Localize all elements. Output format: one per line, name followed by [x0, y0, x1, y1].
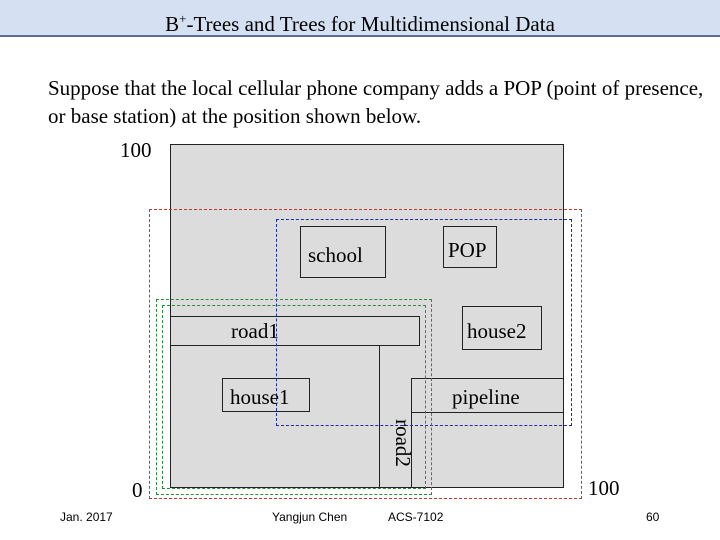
mbr-blue-dashed — [276, 219, 572, 426]
mbr-green-dashed-outer — [156, 299, 432, 495]
mbr-red-dashed — [149, 209, 582, 499]
label-school: school — [308, 243, 363, 267]
title-bar: B+-Trees and Trees for Multidimensional … — [0, 0, 720, 37]
label-road2: road2 — [391, 419, 415, 467]
pipeline-top-edge — [411, 378, 564, 379]
label-road1: road1 — [231, 319, 279, 343]
house1-rectangle — [222, 378, 310, 412]
slide-title: B+-Trees and Trees for Multidimensional … — [0, 6, 720, 37]
title-superscript: + — [179, 11, 187, 26]
pipeline-bottom-edge — [411, 412, 564, 413]
footer-course: ACS-7102 — [388, 510, 444, 524]
house2-rectangle — [462, 306, 542, 350]
school-rectangle — [300, 226, 386, 278]
road2-right-edge — [411, 378, 412, 488]
road1-top-edge — [170, 316, 420, 317]
road2-left-edge — [379, 345, 380, 488]
axis-label-origin: 0 — [132, 478, 143, 502]
road1-bottom-edge — [170, 345, 420, 346]
label-house1: house1 — [230, 385, 290, 409]
mbr-green-dashed-inner — [162, 305, 426, 489]
intro-text: Suppose that the local cellular phone co… — [48, 76, 704, 128]
axis-label-x-max: 100 — [588, 476, 620, 500]
label-pipeline: pipeline — [452, 385, 520, 409]
label-pop: POP — [448, 238, 487, 262]
footer-page-number: 60 — [646, 510, 660, 524]
pop-rectangle — [443, 226, 497, 268]
title-prefix: B — [165, 12, 180, 36]
axis-label-y-max: 100 — [120, 138, 152, 162]
label-house2: house2 — [467, 319, 527, 343]
road1-right-edge — [419, 316, 420, 346]
footer-author: Yangjun Chen — [272, 510, 348, 524]
title-suffix: -Trees and Trees for Multidimensional Da… — [186, 12, 555, 36]
footer-date: Jan. 2017 — [60, 510, 113, 524]
